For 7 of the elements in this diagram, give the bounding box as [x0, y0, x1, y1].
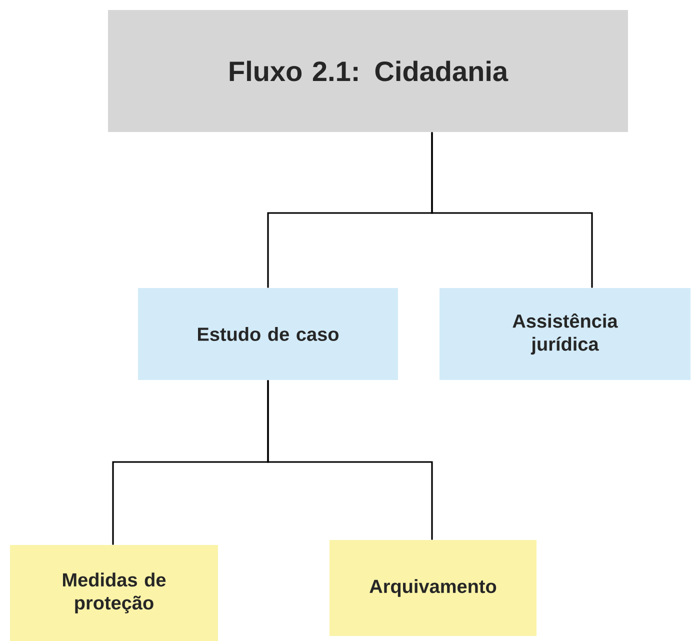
connector-line — [267, 380, 433, 540]
process-box: Assistência jurídica — [440, 288, 690, 380]
process-box: Estudo de caso — [138, 288, 398, 380]
connector-line — [431, 132, 593, 288]
outcome-box: Arquivamento — [330, 540, 536, 636]
outcome-box: Medidas de proteção — [10, 545, 218, 641]
title-box: Fluxo 2.1: Cidadania — [108, 10, 628, 132]
